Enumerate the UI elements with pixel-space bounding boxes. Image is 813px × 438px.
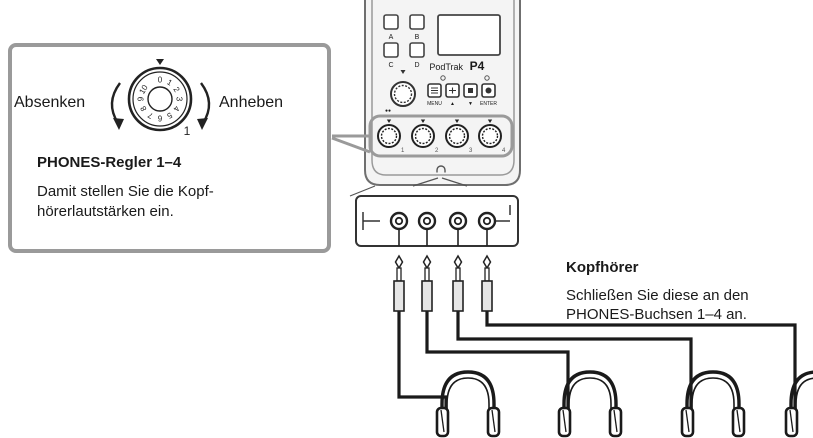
knob-pointer-icon: [454, 119, 460, 123]
raise-arrow-head-icon: [197, 118, 208, 130]
lower-arrow-head-icon: [113, 118, 124, 130]
down-label: ▼: [468, 101, 473, 107]
headphone-plug: [393, 254, 405, 312]
knob-scale-digit: 7: [146, 110, 155, 120]
phones-knob[interactable]: [377, 119, 401, 148]
phones-knob-number: 3: [469, 148, 473, 154]
headphone-symbol-icon: [436, 165, 446, 173]
menu-label: MENU: [427, 101, 442, 107]
headphone-plug: [481, 254, 493, 312]
indicator-dot: [484, 75, 490, 81]
knob-scale-digit: 9: [137, 96, 146, 101]
jack-panel: [355, 195, 519, 247]
enter-label: ENTER: [480, 101, 497, 107]
control-buttons: MENU ▲ ▼ ENTER: [427, 83, 497, 107]
main-knob[interactable]: [390, 70, 416, 107]
callout-title: PHONES-Regler 1–4: [37, 154, 182, 171]
headphone-plug: [421, 254, 433, 312]
knob-scale-digit: 0: [158, 76, 163, 85]
headphones-icon: [557, 370, 623, 438]
headphones-desc-line1: Schließen Sie diese an den: [566, 287, 749, 304]
headphone-cables: [397, 311, 797, 415]
zoom-connector-left-lower: [331, 136, 371, 154]
lower-label: Absenken: [14, 94, 86, 111]
model-name: P4: [470, 59, 485, 73]
knob-position-label: 1: [184, 124, 191, 138]
headphone-cable: [485, 311, 797, 415]
headphones-icon: [784, 370, 813, 438]
headphone-plugs: [393, 254, 493, 312]
display-screen: [437, 14, 501, 56]
headphones-desc-line2: PHONES-Buchsen 1–4 an.: [566, 306, 747, 323]
up-label: ▲: [450, 101, 455, 107]
raise-arc-arrow: [200, 82, 211, 124]
knob-scale-digit: 3: [175, 97, 184, 102]
headphone-plug: [452, 254, 464, 312]
phones-knob-number: 2: [435, 148, 439, 154]
pad-button-a[interactable]: [383, 14, 399, 30]
pad-label-c: C: [388, 62, 393, 69]
raise-label: Anheben: [219, 94, 284, 111]
phones-knob-number: 1: [401, 148, 405, 154]
phones-knob[interactable]: [411, 119, 435, 148]
headphone-cable: [397, 311, 448, 415]
lower-arc-arrow: [110, 82, 121, 124]
phones-jack[interactable]: [389, 211, 409, 246]
pad-label-a: A: [389, 34, 394, 41]
headphones-icon: [435, 370, 501, 438]
phones-knob-number: 4: [502, 148, 506, 154]
pad-buttons: A B C D: [383, 14, 425, 69]
knob-scale-digit: 5: [165, 110, 174, 120]
main-knob-caption: ●●: [385, 108, 391, 114]
brand-name: PodTrak: [429, 62, 463, 72]
pad-label-d: D: [414, 62, 419, 69]
knob-scale-digit: 2: [171, 85, 181, 94]
phones-knob[interactable]: [478, 119, 502, 148]
callout-desc-line2: hörerlautstärken ein.: [37, 203, 174, 220]
pad-button-d[interactable]: [409, 42, 425, 58]
pad-label-b: B: [415, 34, 420, 41]
knob-scale-digit: 4: [171, 104, 181, 113]
headphones-group: [435, 370, 813, 438]
headphone-cable: [456, 311, 693, 415]
knob-pointer-icon: [156, 59, 164, 65]
knob-scale-digit: 8: [138, 104, 148, 113]
indicator-dot: [440, 75, 446, 81]
headphones-icon: [680, 370, 746, 438]
phones-knobs: 1 2 3 4: [377, 119, 506, 154]
knob-scale-digit: 1: [165, 78, 174, 88]
phones-jack[interactable]: [417, 211, 437, 246]
phones-knob[interactable]: [445, 119, 469, 148]
callout-desc-line1: Damit stellen Sie die Kopf-: [37, 183, 214, 200]
zoom-connector-jacks: [349, 177, 468, 197]
knob-scale-digit: 6: [157, 114, 162, 123]
phones-jack[interactable]: [448, 211, 468, 246]
pad-button-c[interactable]: [383, 42, 399, 58]
knob-pointer-icon: [420, 119, 426, 123]
knob-pointer-icon: [386, 119, 392, 123]
pad-button-b[interactable]: [409, 14, 425, 30]
headphones-title: Kopfhörer: [566, 259, 639, 276]
phones-jack[interactable]: [477, 211, 497, 246]
podtrak-device: A B C D PodTrak P4 ●●: [364, 0, 521, 186]
knob-pointer-icon: [487, 119, 493, 123]
